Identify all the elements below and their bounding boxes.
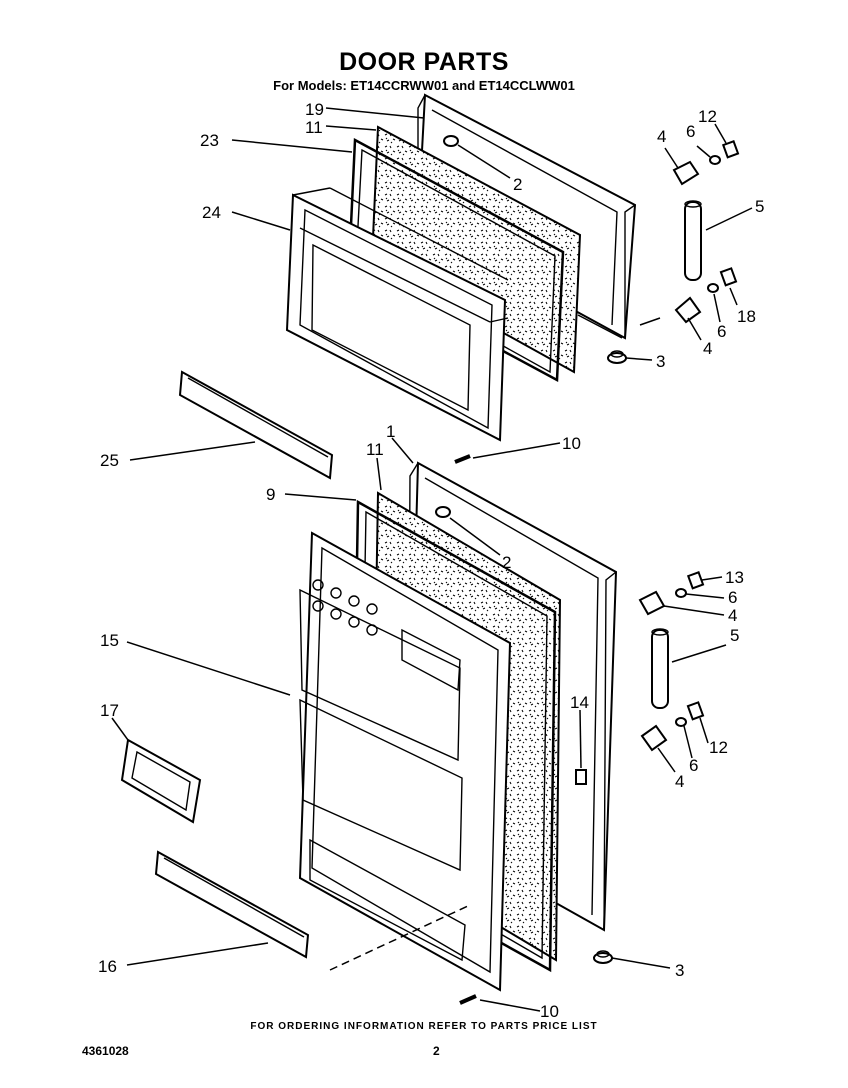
callout-2-top: 2	[513, 175, 522, 194]
freezer-door-bushing	[607, 350, 627, 364]
callout-6-top: 6	[686, 122, 695, 141]
callout-10-bottom: 10	[540, 1002, 559, 1021]
callout-6-third: 6	[728, 588, 737, 607]
callout-14: 14	[570, 693, 589, 712]
callout-24: 24	[202, 203, 221, 222]
callout-11-bottom: 11	[366, 440, 384, 459]
fresh-food-shelf-bar	[154, 850, 310, 959]
page-number: 2	[433, 1044, 440, 1058]
egg-tray-cups	[312, 579, 378, 636]
freezer-shelf-bar	[178, 370, 334, 480]
callout-10-top: 10	[562, 434, 581, 453]
callout-4-top: 4	[657, 127, 666, 146]
callout-13: 13	[725, 568, 744, 587]
fresh-food-bottom-hinge-parts	[640, 701, 705, 752]
callout-6-second: 6	[717, 322, 726, 341]
callout-5-top: 5	[755, 197, 764, 216]
fresh-food-screw	[459, 994, 477, 1005]
freezer-foam-insulation	[370, 125, 582, 374]
callout-5-bottom: 5	[730, 626, 739, 645]
models-subtitle: For Models: ET14CCRWW01 and ET14CCLWW01	[273, 78, 575, 93]
callout-16: 16	[98, 957, 117, 976]
callout-4-third: 4	[728, 606, 737, 625]
callout-19: 19	[305, 100, 324, 119]
callout-1: 1	[386, 422, 395, 441]
callout-15: 15	[100, 631, 119, 650]
freezer-bottom-hinge-parts	[674, 267, 738, 324]
dairy-compartment-door	[120, 738, 202, 824]
callout-18: 18	[737, 307, 756, 326]
document-number: 4361028	[82, 1044, 129, 1058]
fresh-food-door-handle	[651, 628, 669, 709]
door-stop-clip	[575, 769, 587, 785]
callout-11-top: 11	[305, 118, 323, 137]
callout-6-fourth: 6	[689, 756, 698, 775]
callout-9: 9	[266, 485, 275, 504]
callout-numbers: 19 11 23 24 2 4 6 12 5 18 6 4 3 25 10 1 …	[98, 100, 764, 1021]
freezer-inner-liner	[285, 187, 509, 442]
callout-17: 17	[100, 701, 119, 720]
leader-lines	[111, 107, 753, 1012]
callout-23: 23	[200, 131, 219, 150]
callout-2-bottom: 2	[502, 553, 511, 572]
ordering-info-note: FOR ORDERING INFORMATION REFER TO PARTS …	[250, 1021, 598, 1032]
callout-12-bottom: 12	[709, 738, 728, 757]
freezer-screw	[454, 454, 471, 464]
callout-25: 25	[100, 451, 119, 470]
freezer-top-hinge-parts	[672, 140, 740, 186]
fresh-food-top-hinge-parts	[638, 571, 705, 616]
freezer-door-handle	[684, 200, 702, 281]
callout-4-second: 4	[703, 339, 712, 358]
callout-3-top: 3	[656, 352, 665, 371]
callout-3-bottom: 3	[675, 961, 684, 980]
callout-12-top: 12	[698, 107, 717, 126]
fresh-food-hole-plug	[435, 506, 451, 518]
page-title: DOOR PARTS	[339, 48, 509, 76]
fresh-food-door-bushing	[593, 950, 613, 964]
freezer-hole-plug	[443, 135, 459, 147]
callout-4-fourth: 4	[675, 772, 684, 791]
fresh-food-inner-liner	[298, 531, 512, 992]
